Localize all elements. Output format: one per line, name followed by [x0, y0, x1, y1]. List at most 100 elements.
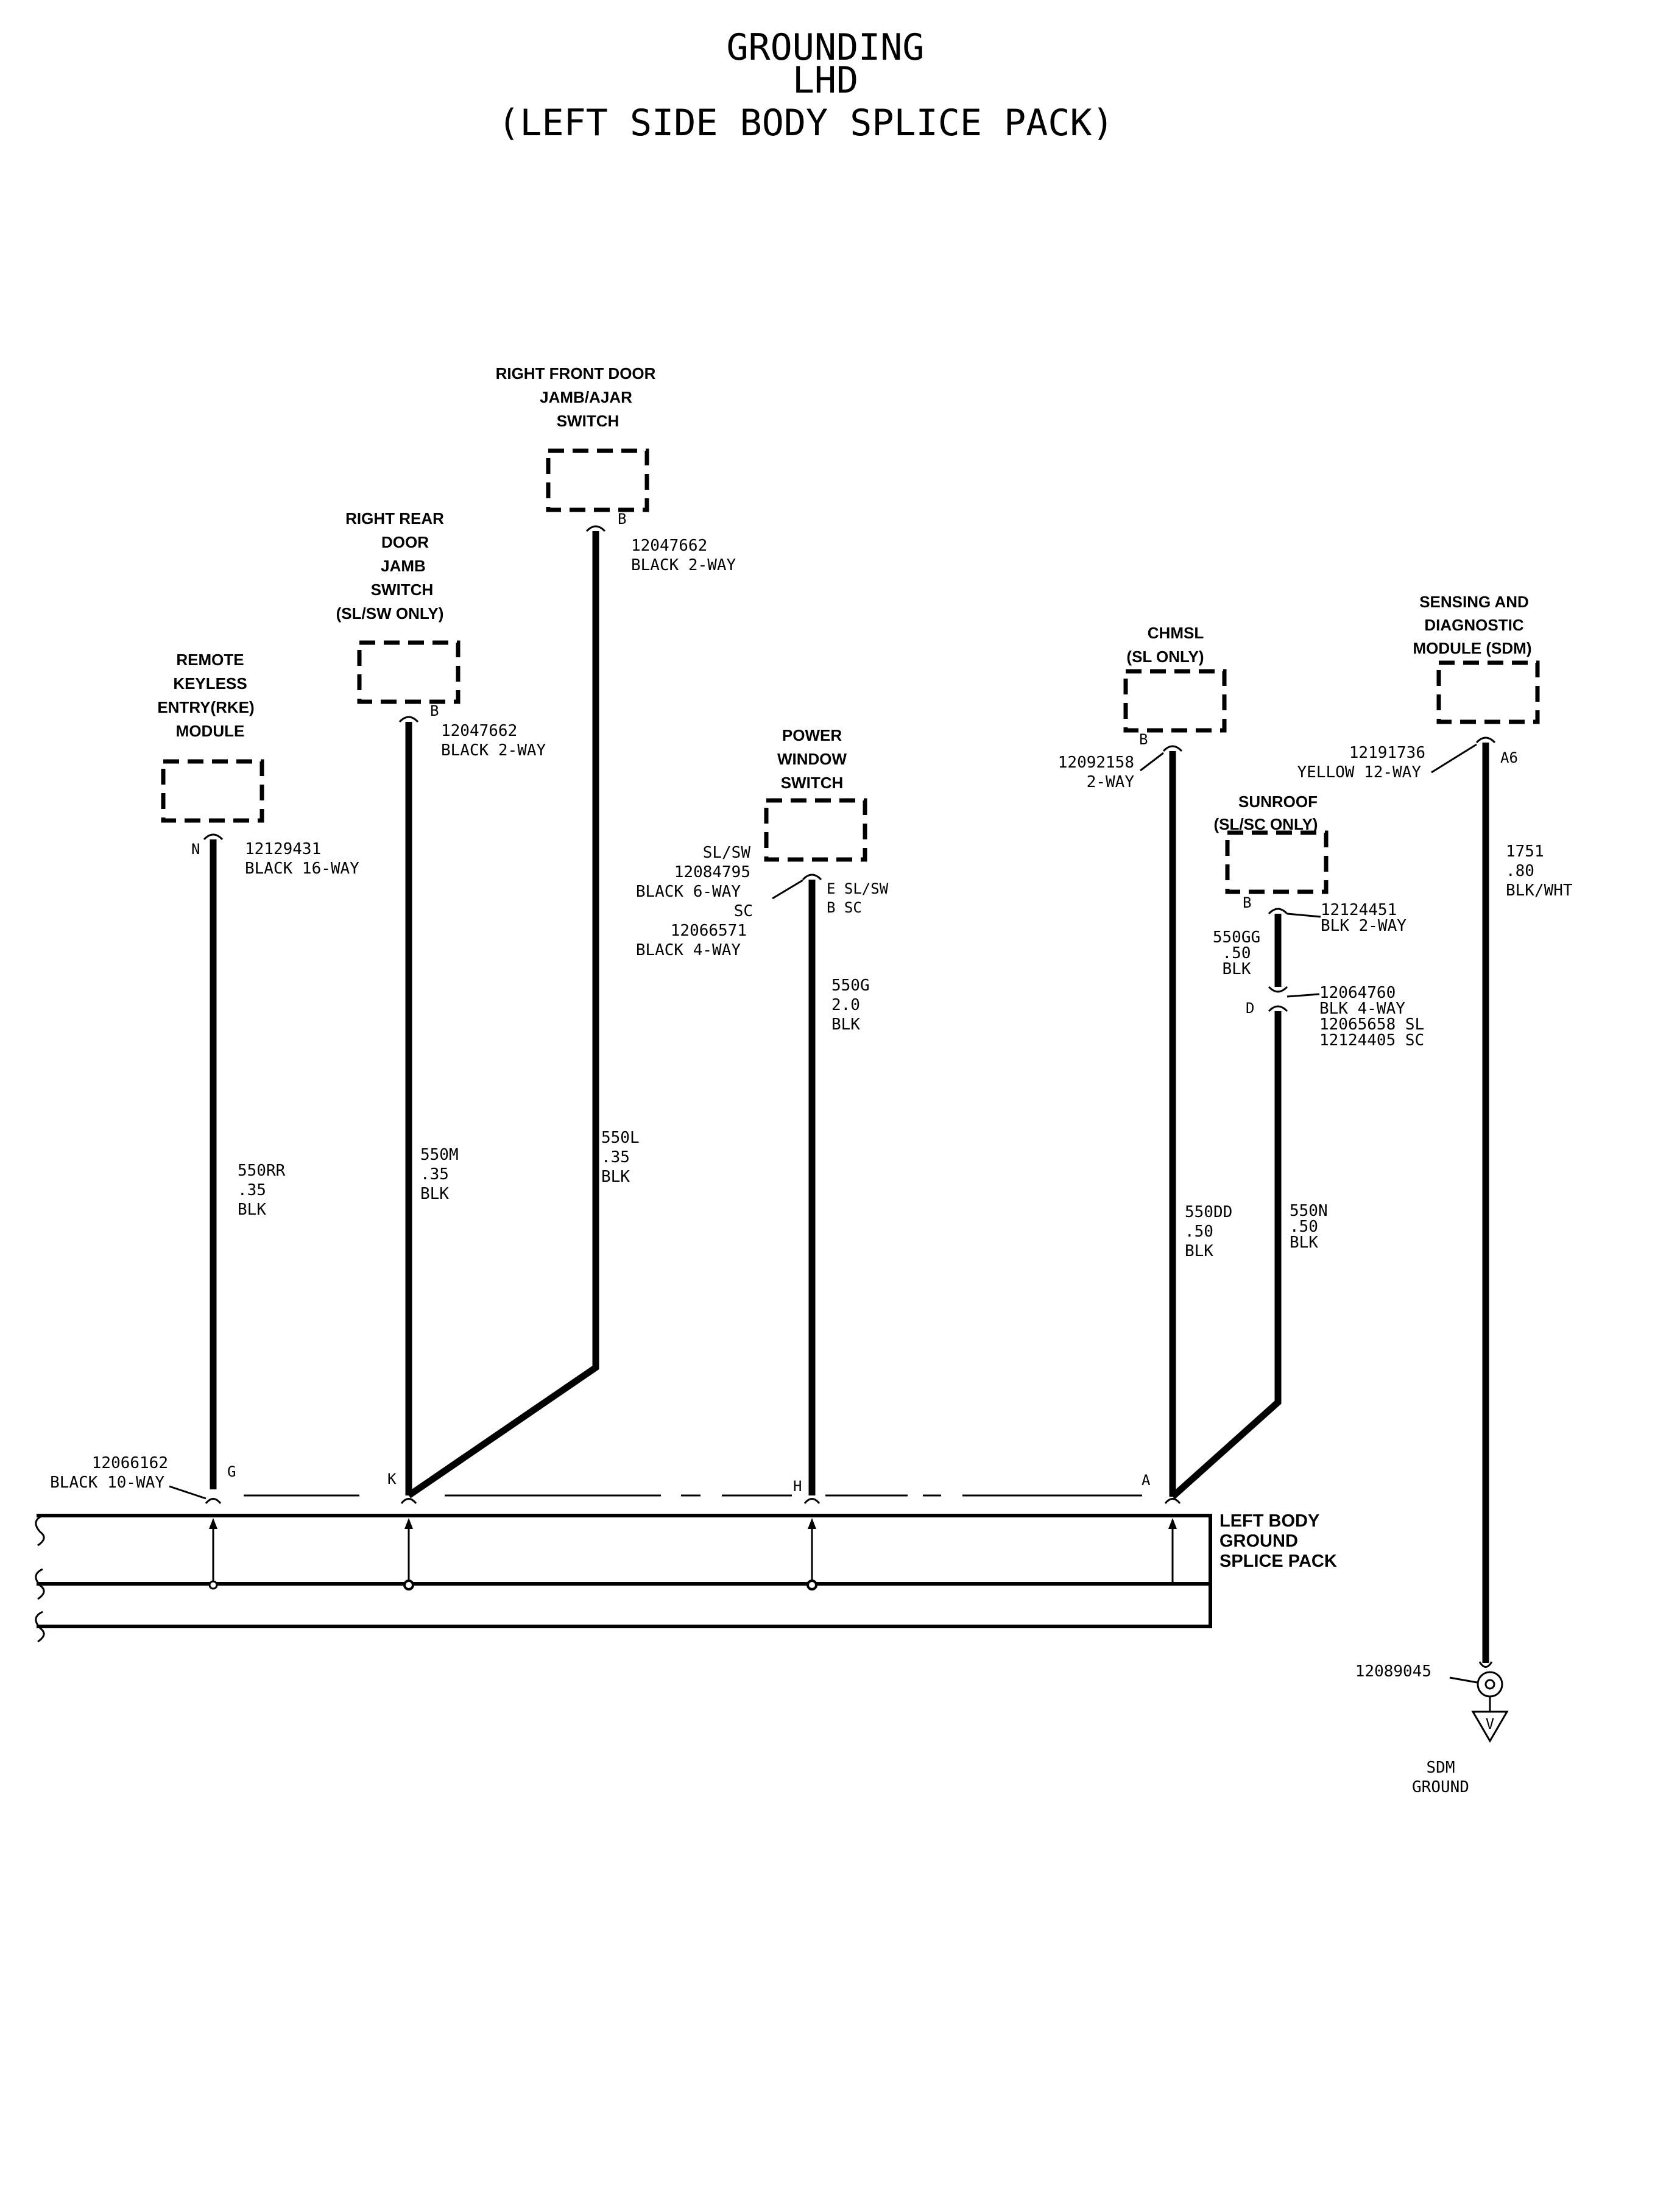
wire-550L-label: 550L .35 BLK	[601, 1129, 640, 1186]
ground-terminal-neck	[1478, 1661, 1493, 1668]
splice-part: 12066162	[92, 1454, 168, 1472]
wire-550L-color: BLK	[601, 1168, 630, 1186]
wire-550GG-circuit: 550GG	[1213, 928, 1260, 947]
wire-550RR-color: BLK	[238, 1201, 266, 1219]
ground-leader	[1449, 1676, 1478, 1684]
wire-550GG-label: 550GG .50 BLK	[1213, 928, 1260, 978]
wire-550N-color: BLK	[1290, 1234, 1318, 1252]
right-rear-door-switch: RIGHT REAR DOOR JAMB SWITCH (SL/SW ONLY)…	[336, 509, 546, 760]
rr-door-label-2: DOOR	[381, 533, 429, 551]
inline-connector-bottom-icon	[1268, 1005, 1288, 1012]
wire-550L	[406, 531, 599, 1499]
splice-connector: BLACK 10-WAY	[50, 1474, 164, 1492]
pws-terminal-icon	[802, 874, 822, 881]
splice-pack: G K H A 12066162 BLACK 10-WAY LE	[35, 1454, 1337, 1643]
splice-leader	[169, 1485, 206, 1500]
sunroof-inline-4: 12124405 SC	[1319, 1031, 1424, 1050]
rf-door-label-2: JAMB/AJAR	[540, 388, 632, 406]
sunroof-inline-pin: D	[1246, 1000, 1254, 1017]
splice-node-g	[208, 1580, 218, 1590]
sunroof-part: 12124451	[1321, 901, 1397, 919]
sdm-module: SENSING AND DIAGNOSTIC MODULE (SDM) A6 1…	[1297, 593, 1540, 782]
wire-550L-gauge: .35	[601, 1148, 630, 1167]
rf-door-label-1: RIGHT FRONT DOOR	[496, 364, 656, 383]
wire-550G-color: BLK	[831, 1015, 860, 1034]
sdm-ground: V 12089045 SDM GROUND	[1355, 1661, 1509, 1796]
splice-terminal-a	[1164, 1498, 1181, 1504]
break-mark-middle	[35, 1568, 45, 1600]
splice-arrowhead-a	[1168, 1518, 1177, 1529]
rke-module-box	[161, 759, 264, 823]
splice-label-3: SPLICE PACK	[1219, 1552, 1337, 1571]
wire-550GG-color: BLK	[1223, 960, 1251, 978]
pws-label-2: WINDOW	[777, 750, 847, 768]
rf-door-connector: BLACK 2-WAY	[631, 556, 736, 574]
rke-label-4: MODULE	[176, 722, 245, 740]
wire-1751-gauge: .80	[1506, 862, 1534, 880]
sdm-pin: A6	[1500, 749, 1518, 766]
rr-door-pin: B	[430, 702, 439, 719]
wire-550RR-circuit: 550RR	[238, 1162, 286, 1180]
pws-conn-6: BLACK 4-WAY	[636, 941, 741, 959]
wire-550L-circuit: 550L	[601, 1129, 640, 1147]
ground-part: 12089045	[1355, 1662, 1431, 1681]
pws-conn-2: 12084795	[674, 863, 750, 881]
splice-arrowhead-k	[404, 1518, 413, 1529]
sdm-label-3: MODULE (SDM)	[1413, 639, 1532, 657]
title-line-3: (LEFT SIDE BODY SPLICE PACK)	[498, 102, 1114, 144]
sunroof-box	[1225, 830, 1329, 894]
splice-pin-a: A	[1142, 1472, 1151, 1489]
sunroof-connector: BLK 2-WAY	[1321, 917, 1406, 935]
sunroof-leader	[1286, 913, 1321, 918]
wire-550DD-gauge: .50	[1185, 1223, 1213, 1241]
rr-door-switch-box	[357, 640, 461, 704]
ground-symbol-letter: V	[1486, 1715, 1494, 1732]
sunroof-inline-3: 12065658 SL	[1319, 1015, 1424, 1034]
wire-550N-label: 550N .50 BLK	[1290, 1202, 1328, 1252]
wire-1751-circuit: 1751	[1506, 842, 1544, 861]
chmsl-label-1: CHMSL	[1148, 624, 1204, 642]
splice-arrowhead-g	[209, 1518, 217, 1529]
splice-pin-h: H	[793, 1478, 802, 1495]
pws-conn-5: 12066571	[671, 922, 747, 940]
rr-door-part: 12047662	[441, 722, 517, 740]
wire-550G-circuit: 550G	[831, 976, 870, 995]
sunroof-label-2: (SL/SC ONLY)	[1214, 815, 1318, 833]
wire-550GG-gauge: .50	[1223, 944, 1251, 962]
sunroof-terminal-icon	[1268, 908, 1288, 915]
wire-550RR-gauge: .35	[238, 1181, 266, 1199]
break-mark-bottom	[35, 1611, 45, 1643]
splice-arrowhead-h	[808, 1518, 816, 1529]
wire-550DD-label: 550DD .50 BLK	[1185, 1203, 1232, 1260]
inline-connector-top-icon	[1268, 986, 1288, 993]
sunroof: SUNROOF (SL/SC ONLY) B 12124451 BLK 2-WA…	[1214, 793, 1425, 1050]
splice-terminal-h	[803, 1498, 821, 1504]
wire-550N	[1170, 1011, 1282, 1500]
rr-door-label-3: JAMB	[381, 557, 426, 575]
splice-node-k	[403, 1580, 414, 1590]
sdm-leader	[1431, 743, 1477, 774]
pws-conn-4: SC	[734, 902, 753, 920]
pws-pin-b: B SC	[827, 899, 862, 916]
pws-label-1: POWER	[782, 726, 842, 744]
inline-leader	[1286, 993, 1320, 998]
rke-label-3: ENTRY(RKE)	[157, 698, 254, 716]
ground-label-2: GROUND	[1412, 1778, 1469, 1796]
break-mark-top	[35, 1514, 45, 1547]
wire-550M-circuit: 550M	[420, 1146, 459, 1164]
rf-door-pin: B	[618, 510, 626, 528]
wire-550M-color: BLK	[420, 1185, 449, 1203]
rke-terminal-icon	[203, 833, 224, 841]
ring-terminal-hole	[1484, 1679, 1495, 1690]
wire-550M-label: 550M .35 BLK	[420, 1146, 459, 1203]
rke-module: REMOTE KEYLESS ENTRY(RKE) MODULE N 12129…	[157, 651, 359, 878]
rr-door-connector: BLACK 2-WAY	[441, 741, 546, 760]
rr-door-label-4: SWITCH	[371, 581, 434, 599]
chmsl-connector: 2-WAY	[1087, 773, 1135, 791]
ground-symbol-icon	[1471, 1710, 1509, 1743]
splice-terminal-g	[205, 1498, 222, 1504]
wire-550G-label: 550G 2.0 BLK	[831, 976, 870, 1034]
chmsl-terminal-icon	[1162, 745, 1183, 752]
